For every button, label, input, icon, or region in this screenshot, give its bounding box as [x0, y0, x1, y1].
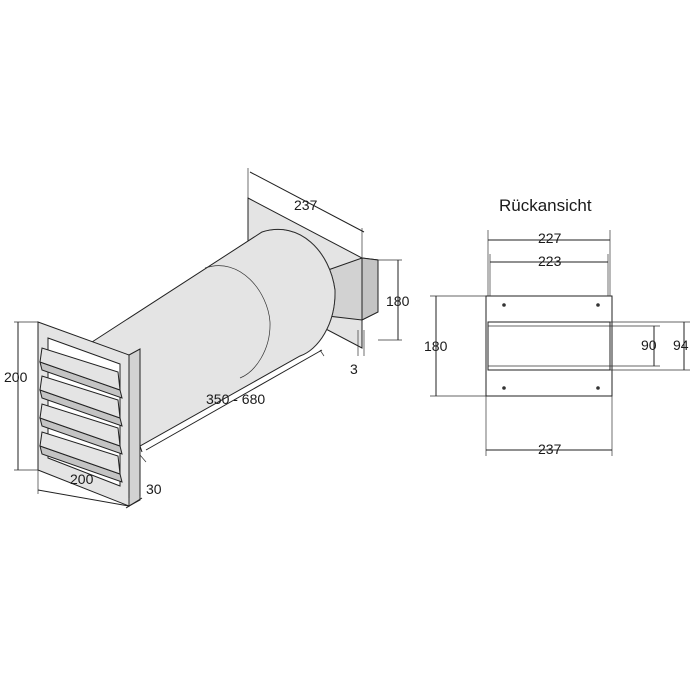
dim-180-side: [378, 259, 402, 341]
dim-label-depth: 350 - 680: [206, 391, 265, 407]
dim-label-channel-outer: 94: [673, 337, 689, 353]
dim-label-grille-width: 200: [70, 471, 94, 487]
dim-label-channel-inner: 90: [641, 337, 657, 353]
dim-label-grille-depth: 30: [146, 481, 162, 497]
back-channel: [487, 321, 611, 371]
dim-94: [610, 321, 690, 371]
dim-label-plate-width: 237: [294, 197, 318, 213]
dim-90: [610, 325, 660, 367]
dim-label-plate-width-back: 237: [538, 441, 562, 457]
screw-hole: [596, 386, 600, 390]
dim-30: [125, 496, 143, 509]
grille-louvres: [39, 347, 123, 483]
dim-200-vertical: [14, 321, 38, 471]
back-view-heading: Rückansicht: [499, 196, 592, 215]
dim-237-bottom: [485, 396, 613, 456]
dim-227: [487, 230, 611, 296]
screw-hole: [502, 303, 506, 307]
dim-237-top: [247, 168, 365, 258]
dim-label-grille-height: 200: [4, 369, 28, 385]
dim-3: [357, 330, 365, 356]
back-view: Rückansicht 227 223: [424, 196, 690, 457]
tube-joint: [204, 265, 271, 379]
screw-hole: [502, 386, 506, 390]
dim-label-width-inner: 223: [538, 253, 562, 269]
dim-label-plate-thickness: 3: [350, 361, 358, 377]
dim-depth: [139, 349, 325, 463]
dim-180-back: [430, 295, 486, 397]
dim-223: [489, 254, 609, 296]
screw-hole: [596, 303, 600, 307]
rear-duct-side: [361, 257, 379, 321]
dim-label-back-height: 180: [386, 293, 410, 309]
perspective-view: 237 180 3 350 - 680 200: [4, 168, 410, 509]
grille-frame-side: [128, 348, 141, 507]
dim-label-width-outer: 227: [538, 230, 562, 246]
dim-label-plate-height: 180: [424, 338, 448, 354]
